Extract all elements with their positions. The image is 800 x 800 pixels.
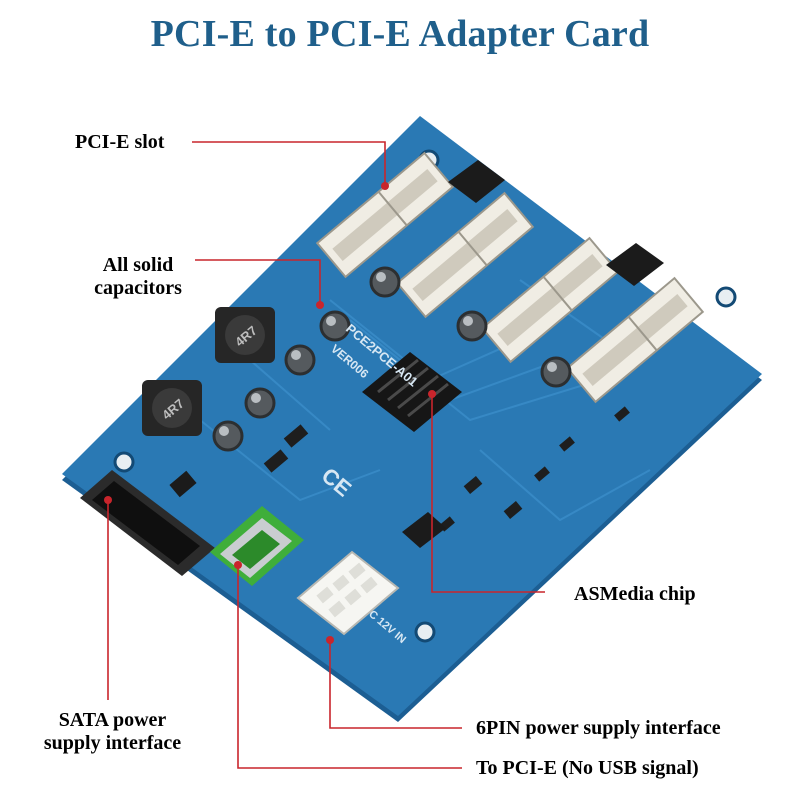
callout-sata-line2: supply interface [43,732,182,754]
pcie-slots [315,151,705,404]
six-pin-power-connector [296,550,400,636]
pcie-slot-1 [315,151,455,279]
callout-capacitors-line2: capacitors [94,277,182,299]
callout-sata-line1: SATA power [58,709,167,731]
asmedia-chip-heatsink [362,352,462,432]
slot-power-headers [448,160,664,286]
pcie-slot-3 [480,236,620,364]
pcie-slot-2 [395,191,535,319]
pcie-slot-4 [565,276,705,404]
callout-capacitors-line1: All solid [102,254,174,276]
callout-sata-power: SATA power supply interface [30,709,195,755]
leader-dots [104,182,436,644]
callout-pcie-slot: PCI-E slot [75,131,165,153]
leader-lines [107,141,545,769]
callout-6pin-power: 6PIN power supply interface [476,717,721,739]
solid-capacitors [212,266,572,452]
callout-asmedia-chip: ASMedia chip [574,583,696,605]
inductors: 4R7 4R7 [142,307,275,436]
voltage-regulator [402,512,446,548]
callout-solid-capacitors: All solid capacitors [86,254,190,300]
pin-header [169,470,197,498]
callout-to-pcie: To PCI-E (No USB signal) [476,757,699,779]
sata-power-connector [80,470,215,576]
page-title: PCI-E to PCI-E Adapter Card [150,13,650,55]
